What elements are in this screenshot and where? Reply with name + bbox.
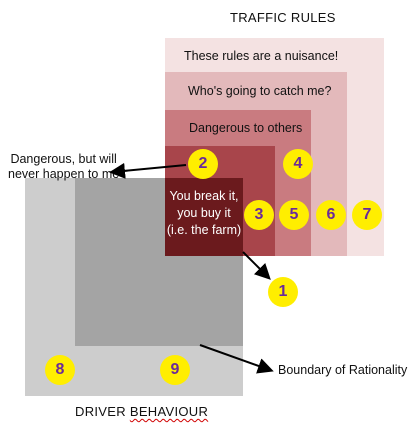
behaviour-word: BEHAVIOUR bbox=[129, 404, 209, 419]
marker-4: 4 bbox=[283, 149, 313, 179]
marker-1: 1 bbox=[268, 277, 298, 307]
center-text-line-1: You break it, bbox=[169, 189, 239, 203]
label-nuisance: These rules are a nuisance! bbox=[184, 49, 339, 63]
center-text-line-3: (i.e. the farm) bbox=[166, 223, 242, 237]
driver-word: DRIVER bbox=[75, 404, 130, 419]
traffic-rules-title: TRAFFIC RULES bbox=[230, 10, 336, 25]
marker-7: 7 bbox=[352, 200, 382, 230]
marker-3: 3 bbox=[244, 200, 274, 230]
you-break-it-box bbox=[165, 178, 243, 256]
center-text-line-2: you buy it bbox=[177, 206, 231, 220]
arrow-to-left-callout bbox=[109, 162, 187, 179]
label-catch: Who's going to catch me? bbox=[188, 84, 332, 98]
callout-boundary-rationality: Boundary of Rationality bbox=[278, 363, 408, 377]
callout-left-line-1: Dangerous, but will bbox=[10, 152, 117, 166]
label-dangerous-others: Dangerous to others bbox=[189, 121, 303, 135]
marker-9: 9 bbox=[160, 355, 190, 385]
arrow-to-boundary bbox=[199, 344, 274, 374]
callout-left-line-2: never happen to me bbox=[8, 167, 120, 181]
marker-8: 8 bbox=[45, 355, 75, 385]
arrow-to-marker-1 bbox=[242, 251, 271, 280]
callout-dangerous-self: Dangerous, but will never happen to me bbox=[8, 152, 119, 182]
marker-6: 6 bbox=[316, 200, 346, 230]
driver-behaviour-title: DRIVER BEHAVIOUR bbox=[75, 404, 208, 419]
marker-5: 5 bbox=[279, 200, 309, 230]
marker-2: 2 bbox=[188, 149, 218, 179]
center-text-block: You break it, you buy it (i.e. the farm) bbox=[165, 188, 243, 239]
